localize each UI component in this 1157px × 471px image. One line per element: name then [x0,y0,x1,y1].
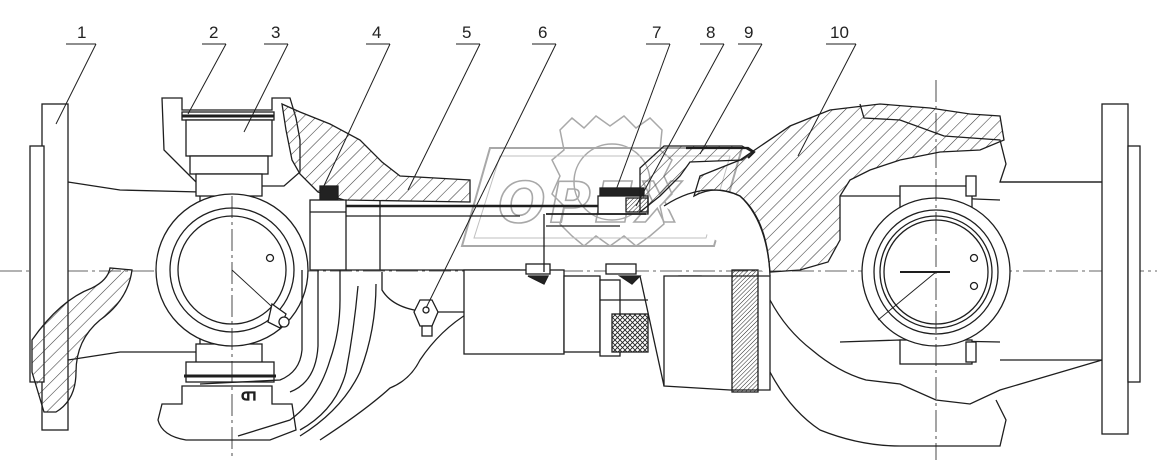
svg-text:3: 3 [271,23,280,42]
tube-end-section [639,145,771,393]
svg-text:2: 2 [209,23,218,42]
callout-6: 6 [425,23,557,309]
right-flange [1000,103,1141,435]
right-weld-yoke-section [692,103,1005,273]
slip-shaft [309,199,640,271]
svg-text:10: 10 [830,23,849,42]
left-yoke-lower [199,270,471,441]
left-cross-journal [155,193,309,460]
callout-2: 2 [187,23,227,115]
right-yoke [769,80,1103,460]
svg-text:8: 8 [706,23,715,42]
callouts: 1 2 3 4 5 6 7 8 [55,23,857,309]
callout-5: 5 [407,23,481,191]
watermark-badge [460,147,744,247]
svg-text:4: 4 [372,23,381,42]
upper-bearing-cup [181,111,275,197]
spline-sleeve [463,263,649,357]
callout-3: 3 [243,23,289,133]
callout-7: 7 [615,23,671,191]
callout-4: 4 [321,23,391,191]
lower-bearing-cup [184,343,276,383]
callout-1: 1 [55,23,97,125]
callout-9: 9 [699,23,763,155]
svg-text:9: 9 [744,23,753,42]
svg-text:5: 5 [462,23,471,42]
grease-fitting-icon [413,299,439,337]
svg-text:6: 6 [538,23,547,42]
slip-yoke-section [281,102,471,203]
svg-text:1: 1 [77,23,86,42]
callout-10: 10 [797,23,857,157]
left-flange [29,103,201,431]
svg-text:7: 7 [652,23,661,42]
lot-stamp: LD [241,389,256,402]
callout-8: 8 [635,23,725,207]
